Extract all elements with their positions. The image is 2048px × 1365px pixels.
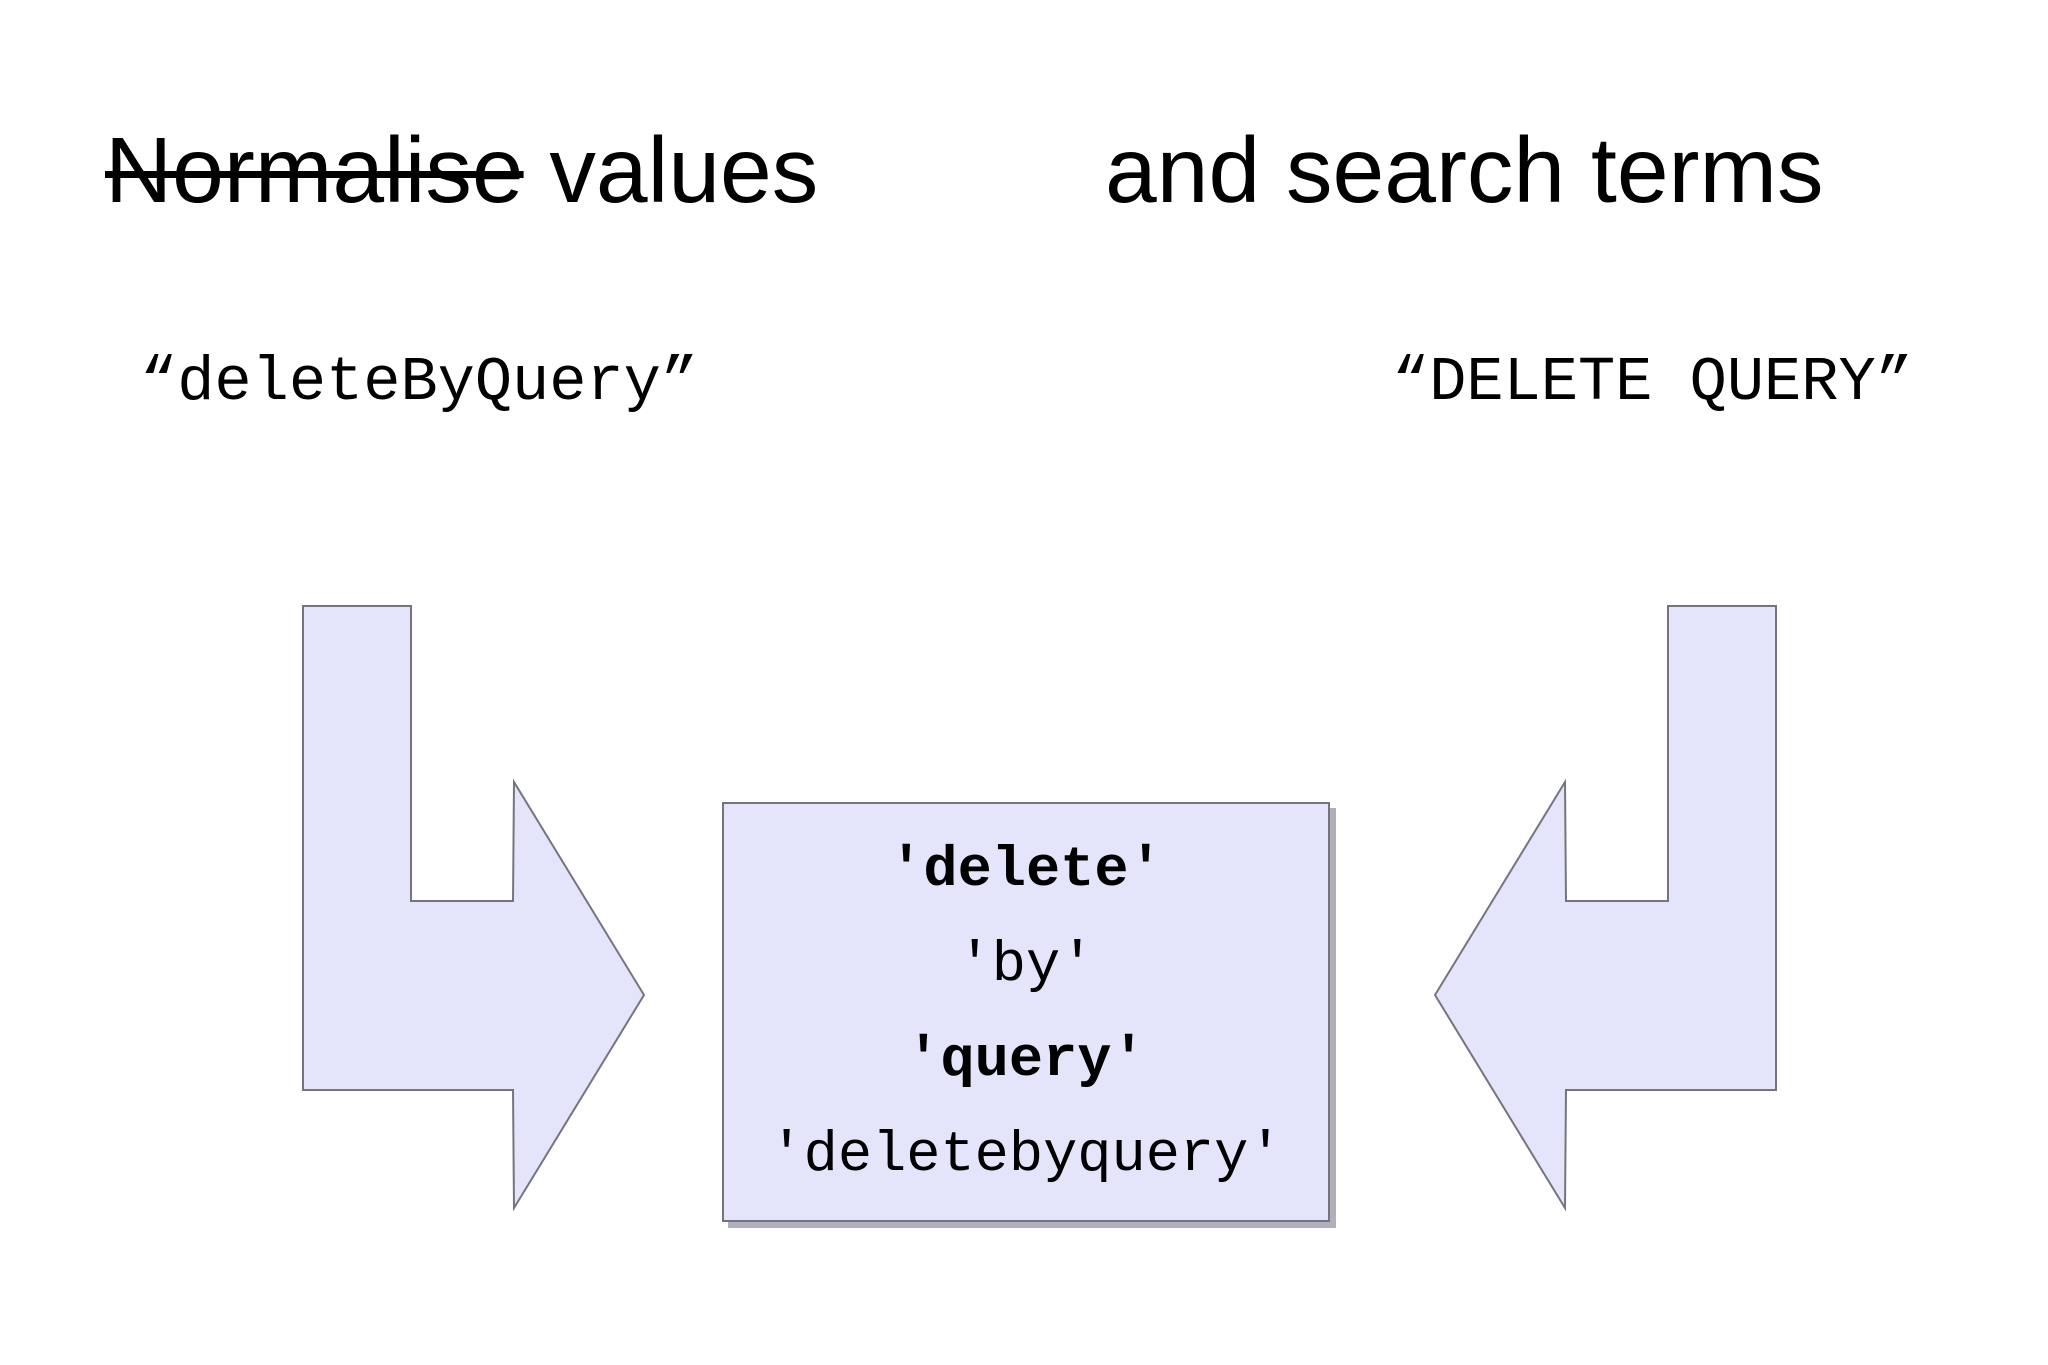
- box-line-delete: 'delete': [889, 839, 1163, 903]
- normalised-terms-box: 'delete' 'by' 'query' 'deletebyquery': [722, 802, 1330, 1222]
- value-label: “deleteByQuery”: [140, 347, 699, 418]
- slide-title-right: and search terms: [1105, 118, 1824, 222]
- slide-title-left: Normalise values: [105, 124, 818, 217]
- bent-arrow-down-right-icon: [302, 605, 646, 1212]
- bent-arrow-down-left-icon: [1433, 605, 1777, 1212]
- title-left-rest: values: [523, 118, 819, 222]
- box-line-deletebyquery: 'deletebyquery': [769, 1124, 1283, 1188]
- search-term-label: “DELETE QUERY”: [1392, 347, 1913, 418]
- box-line-by: 'by': [957, 934, 1095, 998]
- box-line-query: 'query': [906, 1029, 1146, 1093]
- strikethrough-word: Normalise: [105, 118, 524, 222]
